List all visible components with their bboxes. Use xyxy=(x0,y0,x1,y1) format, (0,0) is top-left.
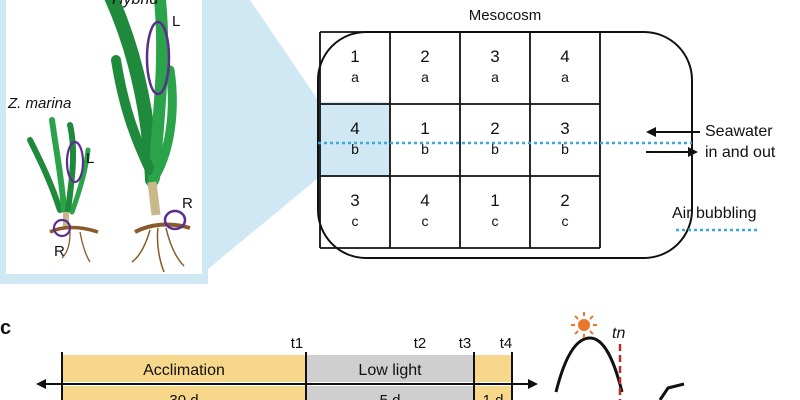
cell-number: 3 xyxy=(560,119,569,138)
time-point-t2: t2 xyxy=(414,335,427,352)
hybrid-root-ring xyxy=(163,209,187,231)
timeline-arrow-left xyxy=(36,379,46,389)
timeline xyxy=(36,352,538,400)
zoom-wedge xyxy=(202,0,318,274)
duration-acclimation: 30 d xyxy=(169,392,198,400)
duration-low-light-bar xyxy=(306,386,474,400)
hybrid-root-marker: R xyxy=(182,195,193,212)
duration-low-light: 5 d xyxy=(380,392,401,400)
duration-recovery-bar xyxy=(474,386,512,400)
phase-acclimation-bar xyxy=(62,355,306,382)
cell-letter: b xyxy=(491,141,499,157)
marina-plant-illustration xyxy=(27,117,99,263)
duration-acclimation-bar xyxy=(62,386,306,400)
mesocosm: Mesocosm 1 a 2 a 3 a 4 a 4 b 1 b 2 b 3 b 3 c 4 c 1 c 2 c xyxy=(317,7,693,259)
time-point-t1: t1 xyxy=(291,335,304,352)
cell-number: 4 xyxy=(350,119,359,138)
light-curve xyxy=(554,336,624,393)
cell-number: 1 xyxy=(350,47,359,66)
diurnal-cycle xyxy=(554,312,685,400)
cell-letter: a xyxy=(351,69,359,85)
mesocosm-grid: 1 a 2 a 3 a 4 a 4 b 1 b 2 b 3 b 3 c 4 c 1 c 2 c xyxy=(319,31,601,249)
cell-letter: b xyxy=(421,141,429,157)
cell-number: 2 xyxy=(420,47,429,66)
air-bubbling-label: Air bubbling xyxy=(672,205,757,222)
cell-number: 4 xyxy=(560,47,569,66)
hybrid-label: Hybrid xyxy=(112,0,159,8)
timeline-arrow-right xyxy=(528,379,538,389)
cell-number: 3 xyxy=(490,47,499,66)
time-point-t4: t4 xyxy=(500,335,513,352)
sun-icon xyxy=(571,312,597,338)
hybrid-leaf-marker: L xyxy=(172,13,180,30)
cell-letter: c xyxy=(562,213,569,229)
marina-leaf-marker: L xyxy=(86,150,94,167)
seawater-label-2: in and out xyxy=(705,144,776,161)
cell-letter: b xyxy=(351,141,359,157)
plant-panel: Hybrid L R Z. marina L R xyxy=(0,0,318,284)
seawater-label-1: Seawater xyxy=(705,123,773,140)
phase-low-light-bar xyxy=(306,355,474,382)
mesocosm-title: Mesocosm xyxy=(469,7,542,24)
marina-leaf-ring xyxy=(65,140,85,184)
hybrid-leaf-ring xyxy=(145,20,171,96)
seawater-flow xyxy=(646,127,700,157)
phase-low-light-label: Low light xyxy=(358,362,422,379)
cell-number: 1 xyxy=(420,119,429,138)
cell-number: 1 xyxy=(490,191,499,210)
hybrid-plant-illustration xyxy=(104,0,191,273)
cycle-marker-label: tn xyxy=(612,325,625,342)
cell-number: 4 xyxy=(420,191,429,210)
marina-root-ring xyxy=(52,218,72,238)
cell-number: 2 xyxy=(560,191,569,210)
duration-recovery: 1 d xyxy=(483,392,504,400)
cell-number: 3 xyxy=(350,191,359,210)
phase-recovery-bar xyxy=(474,355,512,382)
cell-number: 2 xyxy=(490,119,499,138)
marina-label: Z. marina xyxy=(7,95,71,112)
panel-c-label: c xyxy=(0,317,11,339)
highlighted-cell-bg xyxy=(320,102,390,177)
cell-letter: a xyxy=(561,69,569,85)
cell-letter: b xyxy=(561,141,569,157)
cell-letter: c xyxy=(492,213,499,229)
cell-letter: c xyxy=(352,213,359,229)
time-point-t3: t3 xyxy=(459,335,472,352)
phase-acclimation-label: Acclimation xyxy=(143,362,225,379)
marina-root-marker: R xyxy=(54,243,65,260)
cell-letter: c xyxy=(422,213,429,229)
cell-letter: a xyxy=(491,69,499,85)
cell-letter: a xyxy=(421,69,429,85)
